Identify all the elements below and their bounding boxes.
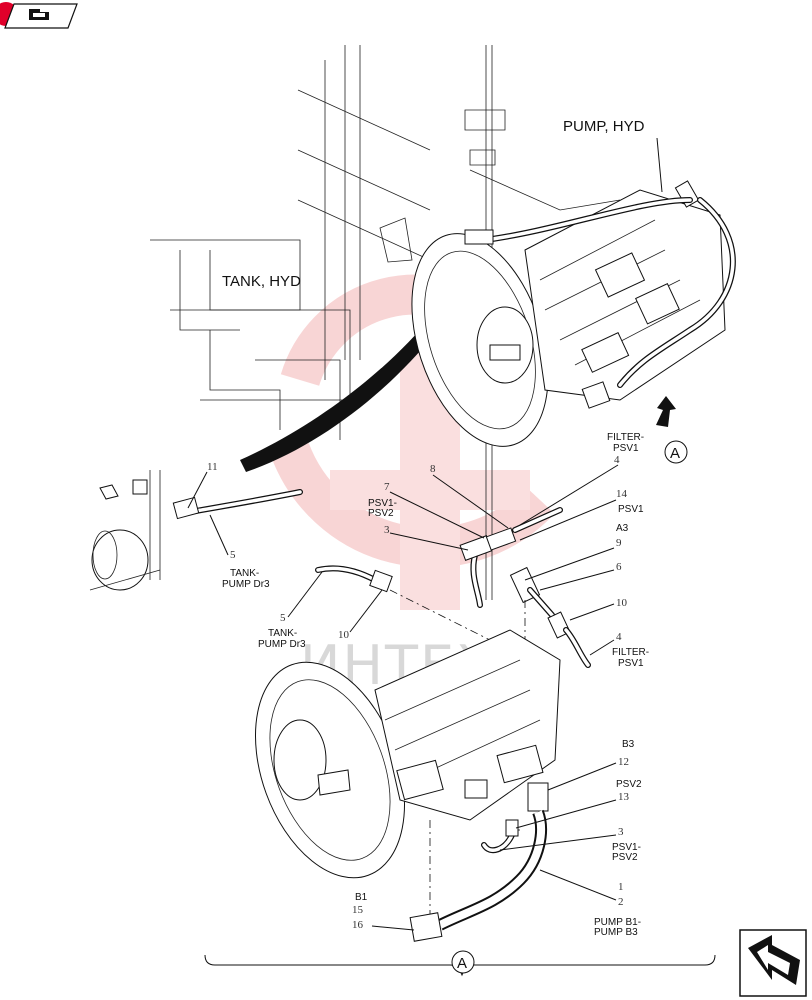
leader-3-bottom xyxy=(499,834,617,851)
callout-9: 9 xyxy=(616,537,622,549)
psv1-psv2-bottom-line2: PSV2 xyxy=(612,852,638,863)
callout-13: 13 xyxy=(618,791,630,803)
leader-1-2 xyxy=(539,869,617,901)
callout-7: 7 xyxy=(384,481,390,493)
watermark-logo xyxy=(271,274,555,610)
detail-a-marker-bottom xyxy=(451,950,475,974)
drain-hose-mid xyxy=(315,565,393,593)
leader-8 xyxy=(432,474,509,529)
leader-4-mid xyxy=(589,639,615,656)
psv1-label: PSV1 xyxy=(618,504,644,515)
pump-hyd-leader xyxy=(656,137,663,193)
callout-3-bottom: 3 xyxy=(618,826,624,838)
detail-a-bracket xyxy=(204,954,716,977)
pump-b1-b3-line1: PUMP B1- xyxy=(594,917,641,928)
callout-14: 14 xyxy=(616,488,628,500)
filter-psv1-mid-line1: FILTER- xyxy=(612,647,649,658)
tank-pump-dr3-b-line1: TANK- xyxy=(268,628,297,639)
leader-4-top xyxy=(519,464,619,526)
filter-psv1-top-line1: FILTER- xyxy=(607,432,644,443)
callout-11: 11 xyxy=(207,461,218,473)
callout-4-top: 4 xyxy=(614,454,620,466)
filter-psv1-top-line2: PSV1 xyxy=(613,443,639,454)
hydraulic-pump-lower xyxy=(254,629,561,879)
leader-3-top xyxy=(389,532,469,551)
callout-16: 16 xyxy=(352,919,364,931)
back-nav-button[interactable] xyxy=(0,2,78,29)
callout-2: 2 xyxy=(618,896,624,908)
leader-10-right xyxy=(569,603,615,621)
callout-5-left: 5 xyxy=(230,549,236,561)
callout-8: 8 xyxy=(430,463,436,475)
leader-13 xyxy=(515,799,617,829)
b3-label: B3 xyxy=(622,739,635,750)
callout-5-mid: 5 xyxy=(280,612,286,624)
return-nav-button[interactable] xyxy=(739,929,807,997)
psv1-psv2-top-line1: PSV1- xyxy=(368,498,397,509)
callout-3-top: 3 xyxy=(384,524,390,536)
callout-6: 6 xyxy=(616,561,622,573)
psv1-psv2-top-line2: PSV2 xyxy=(368,508,394,519)
callout-15: 15 xyxy=(352,904,364,916)
callout-10-right: 10 xyxy=(616,597,628,609)
detail-a-label-top: A xyxy=(670,445,680,462)
leader-10-mid xyxy=(349,589,383,633)
upper-pump-hoses xyxy=(464,197,736,388)
return-arrow-icon xyxy=(748,935,800,985)
psv1-psv2-bottom-line1: PSV1- xyxy=(612,842,641,853)
leader-12 xyxy=(547,762,617,791)
callout-4-mid: 4 xyxy=(616,631,622,643)
psv1-psv2-label-bottom: PSV1- PSV2 xyxy=(612,842,644,863)
tank-pump-dr3-a-line2: PUMP Dr3 xyxy=(222,579,270,590)
b3-fitting xyxy=(527,782,549,812)
tank-pump-dr3-label-a: TANK- PUMP Dr3 xyxy=(222,568,270,590)
leader-5-left xyxy=(209,514,229,556)
filter-psv1-mid-line2: PSV1 xyxy=(618,658,644,669)
pump-b1-b3-line2: PUMP B3 xyxy=(594,927,638,938)
leader-7 xyxy=(389,491,485,539)
b1-label: B1 xyxy=(355,892,368,903)
a3-label: A3 xyxy=(616,523,629,534)
tank-pump-dr3-a-line1: TANK- xyxy=(230,568,259,579)
callout-12: 12 xyxy=(618,756,629,768)
leader-5-mid xyxy=(287,571,323,618)
tank-pump-dr3-label-b: TANK- PUMP Dr3 xyxy=(258,628,306,650)
psv2-label: PSV2 xyxy=(616,779,642,790)
leader-6 xyxy=(539,569,615,591)
callout-10-mid: 10 xyxy=(338,629,350,641)
detail-a-marker-top xyxy=(664,440,688,464)
filter-psv1-label-top: FILTER- PSV1 xyxy=(607,432,647,454)
leader-14 xyxy=(519,499,617,541)
view-direction-arrow-icon xyxy=(656,396,676,427)
psv1-psv2-label-top: PSV1- PSV2 xyxy=(368,498,400,519)
detail-a-label-bottom: A xyxy=(457,955,467,972)
leader-11 xyxy=(187,471,208,509)
drain-hose-left xyxy=(89,479,303,591)
suction-hose xyxy=(240,258,476,472)
filter-psv1-label-mid: FILTER- PSV1 xyxy=(612,647,652,669)
pump-b1-b3-label: PUMP B1- PUMP B3 xyxy=(594,917,644,938)
tank-pump-dr3-b-line2: PUMP Dr3 xyxy=(258,639,306,650)
callout-1: 1 xyxy=(618,881,624,893)
pump-hyd-label: PUMP, HYD xyxy=(563,118,645,135)
leader-9 xyxy=(524,547,615,581)
a3-elbow-fitting xyxy=(509,566,591,668)
pressure-hose-b1-b3 xyxy=(409,782,549,942)
tank-hyd-label: TANK, HYD xyxy=(222,273,301,290)
back-arrow-icon xyxy=(29,9,49,20)
leader-16 xyxy=(371,925,415,931)
psv-tee-fitting xyxy=(459,507,563,608)
